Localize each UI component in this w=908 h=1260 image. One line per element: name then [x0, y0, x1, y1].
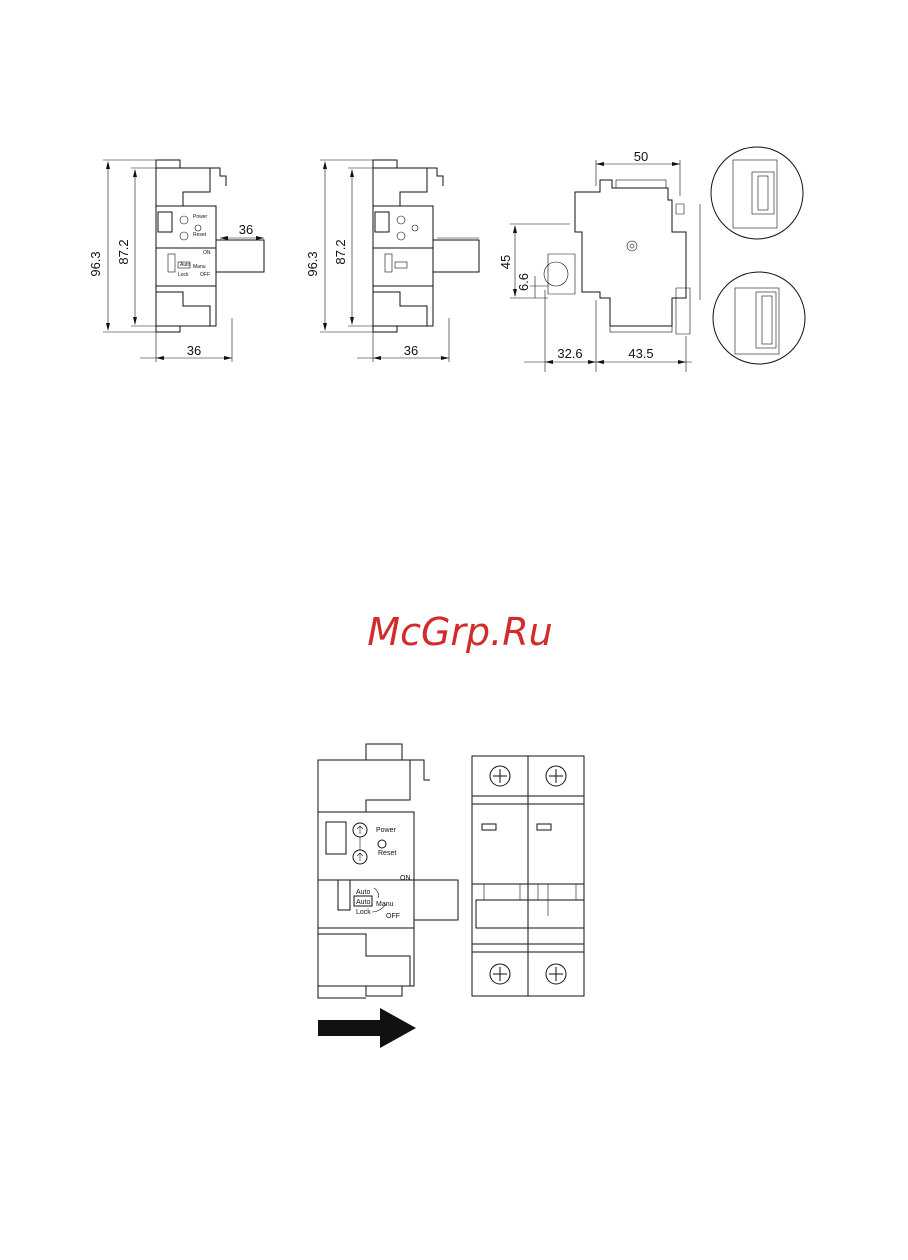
right-arrow-icon [318, 1008, 416, 1048]
large-manu-label: Manu [376, 901, 394, 908]
dim-width-2: 36 [404, 343, 418, 358]
large-off-label: OFF [386, 913, 400, 920]
large-auto-box-label: Auto [356, 899, 371, 906]
phillips-screw-icon [490, 964, 510, 984]
auto-label: Auto [180, 262, 191, 268]
dim-rail-1: 36 [239, 222, 253, 237]
dim-body-height-1: 87.2 [116, 239, 131, 264]
off-label: OFF [200, 272, 210, 278]
lock-label: Lock [178, 272, 189, 278]
large-module [318, 744, 458, 998]
phillips-screw-icon [490, 766, 510, 786]
dim-total-height-1: 96.3 [88, 251, 103, 276]
watermark-text: McGrp.Ru [367, 610, 552, 654]
circuit-breaker [472, 756, 584, 996]
large-power-label: Power [376, 827, 397, 834]
on-label: ON [203, 250, 211, 256]
large-on-label: ON [400, 875, 411, 882]
dim-total-height-2: 96.3 [305, 251, 320, 276]
dim-right-depth: 43.5 [628, 346, 653, 361]
dim-width-1: 36 [187, 343, 201, 358]
reset-label: Reset [193, 232, 207, 238]
large-reset-label: Reset [378, 850, 396, 857]
phillips-screw-icon [546, 766, 566, 786]
manu-label: Manu [193, 264, 206, 270]
large-auto-top-label: Auto [356, 889, 371, 896]
dim-left-depth: 32.6 [557, 346, 582, 361]
power-label: Power [193, 214, 208, 220]
large-lock-label: Lock [356, 909, 371, 916]
dim-side-offset: 6.6 [516, 273, 531, 291]
phillips-screw-icon [546, 964, 566, 984]
dim-side-height: 45 [498, 255, 513, 269]
dim-body-height-2: 87.2 [333, 239, 348, 264]
side-view [510, 147, 805, 372]
dim-top-width: 50 [634, 149, 648, 164]
